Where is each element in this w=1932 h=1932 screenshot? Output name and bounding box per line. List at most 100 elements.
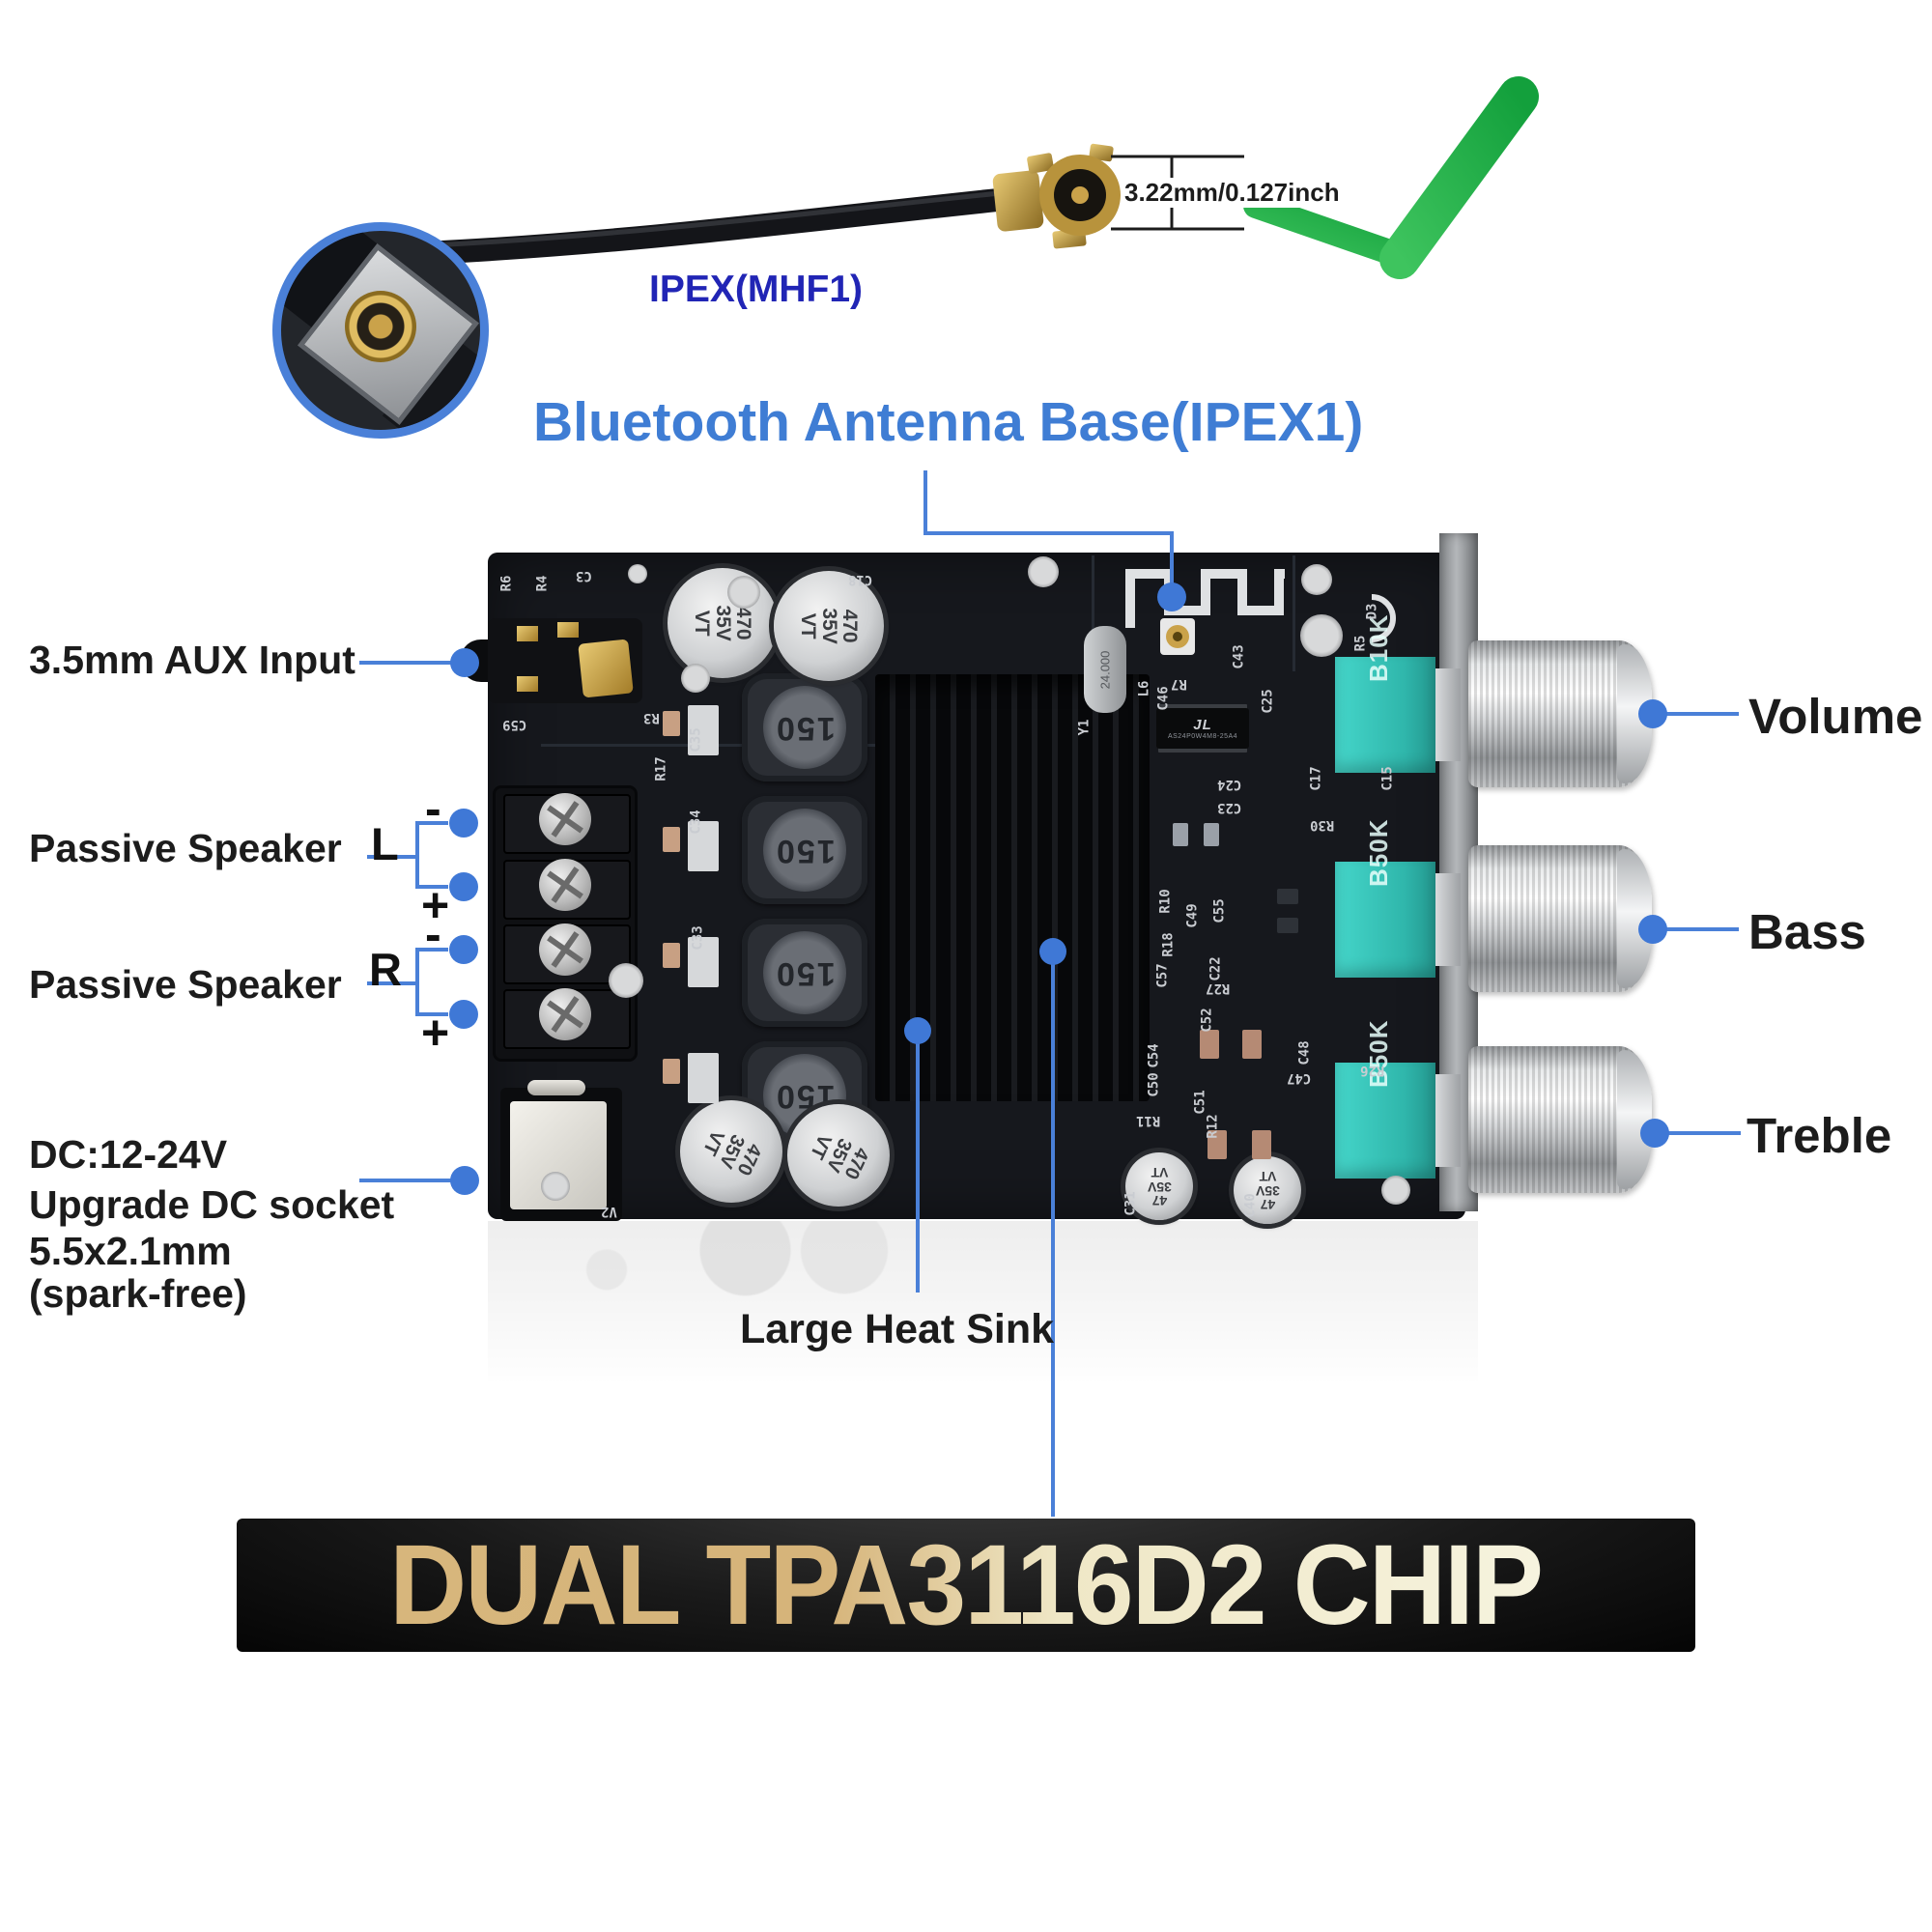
silkscreen-label: C31 (1122, 1191, 1139, 1216)
silkscreen-label: R27 (1206, 980, 1231, 996)
silkscreen-label: Y1 (1076, 719, 1093, 736)
inductor-core: 150 (763, 931, 846, 1014)
inductor: 150 (742, 796, 867, 904)
silkscreen-label: R7 (1171, 676, 1187, 692)
silkscreen-label: C24 (1217, 777, 1242, 792)
capacitor-text-line: 47 (1151, 1192, 1167, 1208)
crystal-oscillator: 24.000 (1084, 626, 1126, 713)
smd-component (663, 943, 680, 968)
dc-label-line2: Upgrade DC socket (29, 1182, 395, 1227)
inductor: 150 (742, 673, 867, 781)
silkscreen-label: R12 (1205, 1114, 1221, 1139)
silkscreen-label: C17 (1308, 766, 1324, 791)
bluetooth-antenna-trace (1125, 569, 1285, 628)
inductor-core: 150 (763, 809, 846, 892)
solder-pad (628, 564, 647, 583)
silkscreen-label: C48 (1296, 1040, 1313, 1065)
channel-r: R (369, 944, 402, 995)
smd-component (1277, 918, 1298, 933)
solder-pad (541, 1172, 570, 1201)
channel-l: L (371, 818, 399, 869)
smd-component (1173, 823, 1188, 846)
pcb-antenna-trace-layer (1125, 569, 1396, 655)
solder-pad (681, 664, 710, 693)
inductor-value: 150 (774, 954, 836, 992)
r-minus-sign: - (425, 907, 441, 961)
silkscreen-label: C55 (1211, 898, 1228, 923)
callout-dot-r-plus (449, 1000, 478, 1029)
knob-face (1617, 1050, 1652, 1189)
smd-component (1242, 1030, 1262, 1059)
silkscreen-label: C46 (1155, 686, 1172, 711)
pcb-trace (1293, 555, 1295, 671)
l-plus-sign: + (421, 878, 450, 932)
silkscreen-label: C54 (1146, 1043, 1162, 1068)
silkscreen-label: L6 (1136, 680, 1152, 697)
capacitor-text-line: VT (797, 612, 820, 639)
treble-label: Treble (1747, 1108, 1892, 1163)
inductor: 150 (742, 919, 867, 1027)
jack-pin (517, 676, 538, 692)
aux-jack (488, 618, 642, 703)
volume-label: Volume (1748, 689, 1923, 744)
board-reflection (488, 1221, 1478, 1383)
dc-label-line4: (spark-free) (29, 1271, 247, 1316)
smd-component (1204, 823, 1219, 846)
capacitor-text-line: 47 (1260, 1196, 1275, 1212)
pot-bracket (1435, 1074, 1461, 1167)
pot-label: B10K (1364, 613, 1393, 682)
silkscreen-label: R5 (1352, 635, 1369, 652)
silkscreen-label: C22 (1208, 956, 1224, 981)
terminal-screw (539, 988, 591, 1040)
knob (1468, 845, 1652, 992)
ipex-connector (992, 143, 1121, 249)
silkscreen-label: C49 (1184, 903, 1201, 928)
dc-power-socket (500, 1080, 622, 1221)
solder-pad (1300, 614, 1343, 657)
capacitor-text-line: 35V (817, 608, 840, 644)
capacitor-text-line: VT (1151, 1164, 1168, 1180)
silkscreen-label: R3 (643, 710, 660, 725)
potentiometer: B50K (1335, 819, 1461, 978)
l-minus-sign: - (425, 781, 441, 836)
heatsink-label: Large Heat Sink (740, 1306, 1054, 1352)
smd-component (1277, 889, 1298, 904)
dimension-label: 3.22mm/0.127inch (1121, 178, 1344, 208)
silkscreen-label: C25 (1260, 689, 1276, 714)
capacitor-text-line: VT (1259, 1168, 1276, 1184)
check-icon (1243, 76, 1539, 279)
inductor-value: 150 (774, 709, 836, 747)
inductor-core: 150 (763, 686, 846, 769)
silkscreen-label: R26 (1360, 1063, 1385, 1078)
terminal-screw (539, 923, 591, 976)
silkscreen-label: C59 (502, 717, 527, 732)
callout-dot-l-plus (449, 872, 478, 901)
silkscreen-label: C15 (1379, 766, 1396, 791)
solder-pad (1301, 564, 1332, 595)
cable-highlight (429, 190, 1001, 248)
solder-pad (727, 576, 760, 609)
silkscreen-label: C35 (688, 727, 704, 753)
silkscreen-label: C47 (1287, 1070, 1312, 1086)
passive-speaker-l-label: Passive Speaker (29, 826, 342, 870)
silkscreen-label: R11 (1136, 1113, 1161, 1128)
inductor-value: 150 (774, 832, 836, 869)
pcb-trace (1092, 555, 1094, 652)
callout-dot-dc (450, 1166, 479, 1195)
silkscreen-label: C33 (690, 925, 706, 951)
terminal-screw (539, 793, 591, 845)
silkscreen-label: R10 (1157, 889, 1174, 914)
silkscreen-label: C23 (1217, 800, 1242, 815)
silkscreen-label: R18 (1160, 932, 1177, 957)
pcb-trace (541, 744, 927, 747)
solder-pad (609, 963, 643, 998)
banner-text: DUAL TPA3116D2 CHIP (389, 1521, 1544, 1649)
capacitor-text-line: VT (691, 610, 714, 637)
smd-component (1200, 1030, 1219, 1059)
